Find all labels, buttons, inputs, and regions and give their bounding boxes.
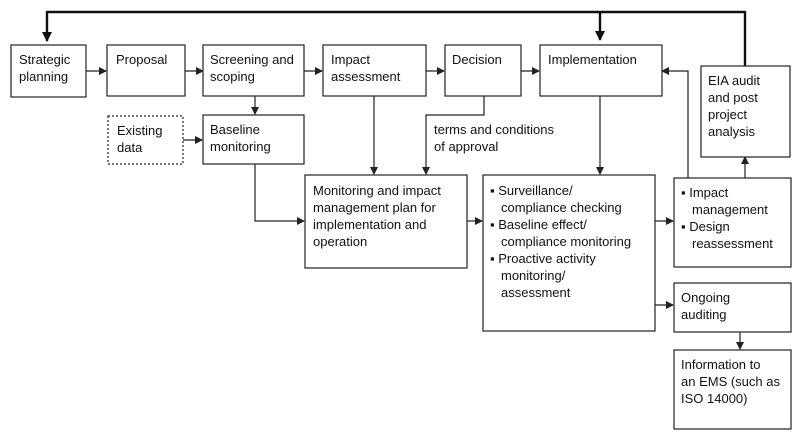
eia-audit-box	[700, 65, 791, 158]
strategic-planning-box	[10, 44, 87, 98]
arrow-baseline-to-plan	[254, 164, 305, 225]
eia-audit-label: EIA audit and post project analysis	[708, 73, 764, 139]
surveillance-box	[482, 174, 656, 332]
node-eia-audit: EIA audit and post project analysis	[700, 65, 791, 158]
connectors	[42, 10, 749, 350]
screening-and-scoping-label: Screening and scoping	[210, 52, 297, 84]
proposal-label: Proposal	[116, 52, 167, 67]
node-strategic-planning: Strategic planning	[10, 44, 87, 98]
arrow-management-to-implementation	[661, 67, 689, 178]
ems-label: Information to an EMS (such as ISO 14000…	[681, 357, 784, 406]
strategic-planning-label: Strategic planning	[19, 52, 74, 84]
implementation-label: Implementation	[548, 52, 637, 67]
node-decision: Decision	[444, 44, 522, 97]
node-screening-and-scoping: Screening and scoping	[202, 44, 305, 97]
impact-assessment-label: Impact assessment	[331, 52, 401, 84]
ems-box	[673, 349, 792, 430]
existing-data-label: Existing data	[117, 123, 166, 155]
node-ems: Information to an EMS (such as ISO 14000…	[673, 349, 792, 430]
arrow-decision-to-plan	[422, 96, 485, 175]
impact-assessment-box	[322, 44, 427, 97]
surveillance-label: ▪ Surveillance/ compliance checking ▪ Ba…	[490, 183, 635, 300]
ongoing-auditing-label: Ongoing auditing	[681, 290, 734, 322]
node-implementation: Implementation	[539, 44, 663, 97]
baseline-monitoring-box	[202, 114, 305, 165]
impact-management-box	[673, 177, 792, 268]
screening-and-scoping-box	[202, 44, 305, 97]
monitoring-plan-box	[304, 174, 468, 269]
node-existing-data: Existing data	[107, 115, 184, 165]
node-impact-assessment: Impact assessment	[322, 44, 427, 97]
monitoring-plan-label: Monitoring and impact management plan fo…	[313, 183, 445, 249]
node-surveillance: ▪ Surveillance/ compliance checking ▪ Ba…	[482, 174, 656, 332]
node-baseline-monitoring: Baseline monitoring	[202, 114, 305, 165]
feedback-loop-arrow	[42, 10, 747, 66]
ongoing-auditing-box	[673, 282, 792, 333]
node-impact-management: ▪ Impact management ▪ Design reassessmen…	[673, 177, 792, 268]
terms-and-conditions-label: terms and conditions of approval	[434, 122, 558, 154]
node-ongoing-auditing: Ongoing auditing	[673, 282, 792, 333]
proposal-box	[106, 44, 186, 97]
existing-data-box	[107, 115, 184, 165]
impact-management-label: ▪ Impact management ▪ Design reassessmen…	[681, 185, 773, 251]
implementation-box	[539, 44, 663, 97]
baseline-monitoring-label: Baseline monitoring	[210, 122, 271, 154]
node-proposal: Proposal	[106, 44, 186, 97]
node-monitoring-plan: Monitoring and impact management plan fo…	[304, 174, 468, 269]
decision-box	[444, 44, 522, 97]
decision-label: Decision	[452, 52, 502, 67]
